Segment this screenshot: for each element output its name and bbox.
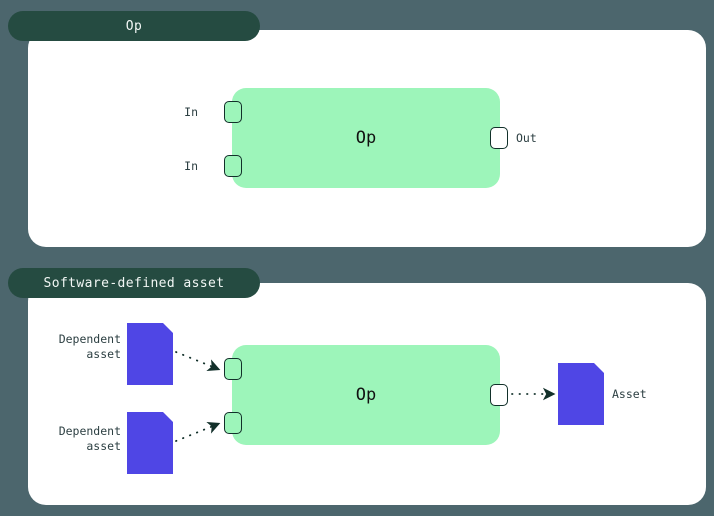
op-node-1-label: Op — [355, 128, 377, 148]
op-node-2-label: Op — [355, 385, 377, 405]
panel-tab-op[interactable]: Op — [8, 11, 260, 41]
op-2-output-port[interactable] — [490, 384, 508, 406]
produced-asset-label: Asset — [612, 387, 647, 401]
dependent-asset-2-label: Dependent asset — [58, 424, 121, 453]
op-node-2[interactable]: Op — [232, 345, 500, 445]
produced-asset-document-icon[interactable] — [558, 363, 604, 425]
op-2-input-port-bottom[interactable] — [224, 412, 242, 434]
dependent-asset-1-document-icon[interactable] — [127, 323, 173, 385]
dependent-asset-1-label: Dependent asset — [58, 332, 121, 361]
op-1-output-port[interactable] — [490, 127, 508, 149]
op-2-input-port-top[interactable] — [224, 358, 242, 380]
op-1-input-top-label: In — [184, 105, 198, 119]
op-1-input-port-top[interactable] — [224, 101, 242, 123]
panel-tab-software-defined-asset[interactable]: Software-defined asset — [8, 268, 260, 298]
op-node-1[interactable]: Op — [232, 88, 500, 188]
dependent-asset-2-document-icon[interactable] — [127, 412, 173, 474]
op-1-input-bottom-label: In — [184, 159, 198, 173]
op-1-output-label: Out — [516, 131, 537, 145]
op-1-input-port-bottom[interactable] — [224, 155, 242, 177]
